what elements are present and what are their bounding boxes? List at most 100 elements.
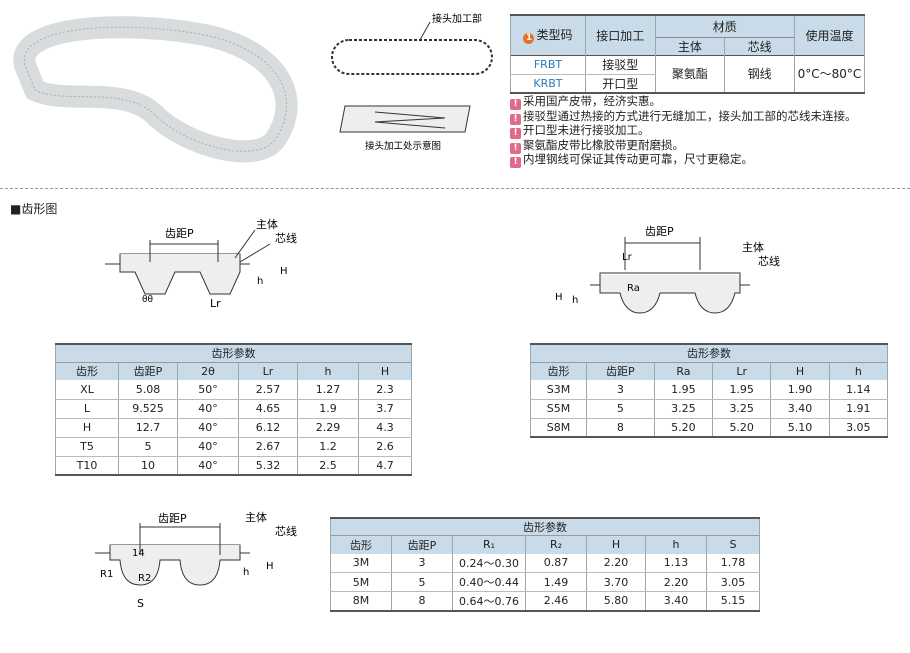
material-header: 材质	[654, 15, 795, 38]
core-header: 芯线	[724, 37, 795, 55]
table-cell: 2.6	[358, 437, 412, 457]
table-cell: 8	[585, 418, 655, 438]
col-header: H	[358, 362, 412, 380]
trapezoid-tooth-diagram: 齿距P 主体 芯线 Lr h H θθ	[105, 217, 297, 310]
note-item: !内埋钢线可保证其传动更可靠，尺寸更稳定。	[510, 152, 857, 168]
table-cell: 1.90	[770, 380, 830, 400]
table-cell: 6.12	[238, 418, 298, 438]
svg-text:R2: R2	[138, 573, 151, 584]
col-header: R₁	[452, 535, 526, 554]
table-cell: 3.25	[653, 399, 714, 419]
table-cell: 1.91	[828, 399, 889, 419]
svg-text:h: h	[572, 295, 578, 306]
svg-text:齿距P: 齿距P	[165, 227, 194, 240]
table-cell: 5.80	[586, 591, 646, 611]
notes-list: !采用国产皮带，经济实惠。 !接驳型通过热接的方式进行无缝加工，接头加工部的芯线…	[510, 94, 857, 168]
note-item: !采用国产皮带，经济实惠。	[510, 94, 857, 110]
core-material: 钢线	[724, 55, 795, 94]
table-cell: 3.05	[706, 572, 760, 592]
col-header: Ra	[653, 362, 714, 380]
svg-text:Lr: Lr	[210, 297, 221, 310]
svg-text:R1: R1	[100, 569, 113, 580]
table-cell: 2.67	[238, 437, 298, 457]
s-tooth-diagram: 齿距P Lr Ra 主体 芯线 H h	[555, 225, 780, 314]
type-code: KRBT	[510, 74, 586, 93]
divider	[0, 188, 910, 189]
table-cell: 12.7	[118, 418, 178, 438]
table-cell: 5	[585, 399, 655, 419]
htd-tooth-diagram: 齿距P 14 R1 R2 S 主体 芯线 h H	[95, 510, 297, 610]
table-cell: 4.7	[358, 456, 412, 476]
table-title: 齿形参数	[530, 344, 888, 362]
col-header: Lr	[238, 362, 298, 380]
table-cell: 0.40～0.44	[452, 572, 526, 592]
table-cell: S3M	[530, 380, 587, 400]
table-cell: T10	[55, 456, 119, 476]
table-cell: 8M	[330, 591, 392, 611]
svg-text:芯线: 芯线	[758, 254, 780, 268]
table-cell: XL	[55, 380, 119, 400]
table-cell: 10	[118, 456, 178, 476]
table-cell: 1.13	[645, 553, 707, 573]
svg-text:S: S	[137, 597, 144, 610]
table-cell: 8	[391, 591, 453, 611]
joint-type: 接驳型	[584, 55, 656, 75]
table-cell: 5.20	[712, 418, 772, 438]
table-cell: 3	[391, 553, 453, 573]
col-header: 齿距P	[118, 362, 178, 380]
table-cell: 2.20	[586, 553, 646, 573]
temperature: 0°C～80°C	[793, 55, 866, 94]
exclamation-icon: !	[510, 99, 521, 110]
note-item: !聚氨酯皮带比橡胶带更耐磨损。	[510, 138, 857, 154]
type-code: FRBT	[510, 55, 586, 75]
table-cell: 1.9	[297, 399, 359, 419]
svg-text:齿距P: 齿距P	[645, 225, 674, 238]
col-header: H	[586, 535, 646, 554]
body-material: 聚氨酯	[654, 55, 726, 94]
note-item: !接驳型通过热接的方式进行无缝加工，接头加工部的芯线未连接。	[510, 109, 857, 125]
svg-text:芯线: 芯线	[275, 231, 297, 245]
type-code-header: 类型码	[536, 28, 573, 43]
svg-text:H: H	[266, 561, 274, 572]
joint-caption: 接头加工处示意图	[365, 140, 441, 152]
table-cell: 5.32	[238, 456, 298, 476]
table-cell: L	[55, 399, 119, 419]
table-cell: 0.87	[525, 553, 587, 573]
table-cell: H	[55, 418, 119, 438]
exclamation-icon: !	[510, 113, 521, 125]
table-cell: 2.5	[297, 456, 359, 476]
svg-text:h: h	[243, 567, 249, 578]
table-cell: 5	[391, 572, 453, 592]
table-cell: 2.29	[297, 418, 359, 438]
table-cell: 3.40	[770, 399, 830, 419]
table-cell: 2.46	[525, 591, 587, 611]
table-title: 齿形参数	[55, 344, 412, 362]
table-cell: 2.57	[238, 380, 298, 400]
svg-text:齿距P: 齿距P	[158, 512, 187, 525]
col-header: h	[297, 362, 359, 380]
joint-label: 接头加工部	[432, 12, 482, 25]
table-cell: 40°	[177, 456, 239, 476]
col-header: 齿形	[330, 535, 392, 554]
svg-text:Ra: Ra	[627, 283, 640, 294]
table-cell: 4.65	[238, 399, 298, 419]
table-cell: 50°	[177, 380, 239, 400]
body-header: 主体	[654, 37, 726, 55]
col-header: h	[828, 362, 889, 380]
col-header: 齿形	[55, 362, 119, 380]
table-cell: 3.05	[828, 418, 889, 438]
table-cell: 2.3	[358, 380, 412, 400]
table-cell: 40°	[177, 418, 239, 438]
table-cell: S5M	[530, 399, 587, 419]
